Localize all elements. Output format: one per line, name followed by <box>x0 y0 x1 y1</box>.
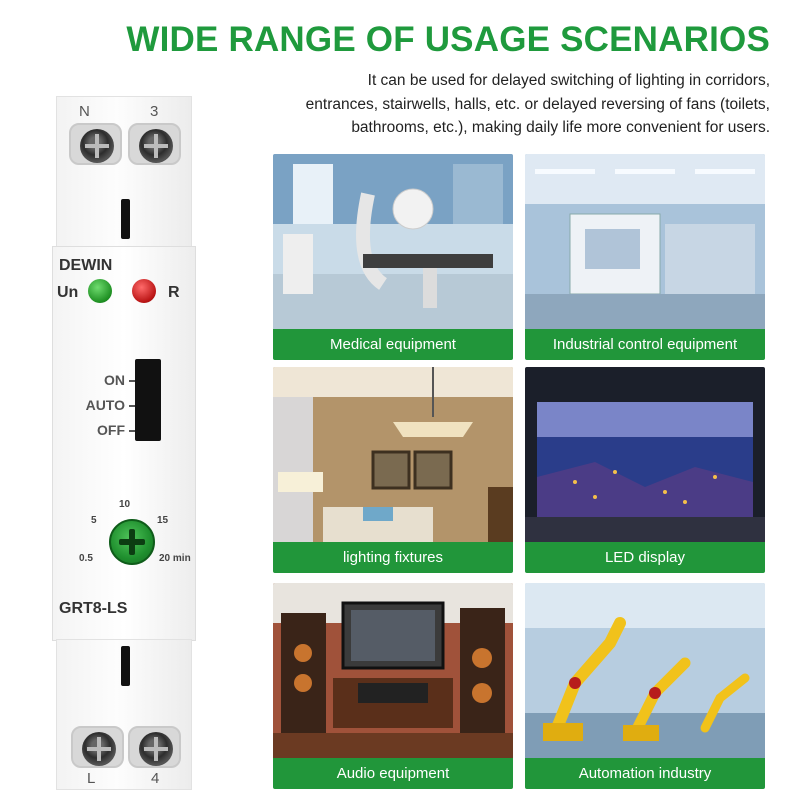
scenario-caption: Medical equipment <box>273 329 513 360</box>
switch-tick <box>129 430 137 432</box>
switch-tick <box>129 405 137 407</box>
dial-label-10: 10 <box>119 499 131 510</box>
terminal-label-3: 3 <box>150 103 159 120</box>
dial-label-0-5: 0.5 <box>79 553 93 564</box>
scenario-caption: lighting fixtures <box>273 542 513 573</box>
device-front-panel: DEWIN Un R ON AUTO OFF 10 5 15 0.5 20 mi… <box>52 246 196 641</box>
terminal-label-4: 4 <box>151 770 160 787</box>
scenario-caption: Automation industry <box>525 758 765 789</box>
description: It can be used for delayed switching of … <box>230 69 770 140</box>
mode-switch[interactable] <box>135 359 161 441</box>
device-bottom-block: L 4 <box>56 639 192 790</box>
led-label-un: Un <box>57 284 79 301</box>
switch-label-off: OFF <box>97 422 125 438</box>
time-dial[interactable] <box>109 519 155 565</box>
led-screen-image <box>525 367 765 542</box>
dial-cross-icon <box>129 529 135 555</box>
page-title: WIDE RANGE OF USAGE SCENARIOS <box>126 20 770 59</box>
terminal-screw-n <box>69 123 122 165</box>
home-theater-image <box>273 583 513 758</box>
description-line: entrances, stairwells, halls, etc. or de… <box>305 95 770 113</box>
relay-led-icon <box>132 279 156 303</box>
living-room-image <box>273 367 513 542</box>
scenario-tile-led-display: LED display <box>525 367 765 573</box>
dial-label-5: 5 <box>91 515 97 526</box>
din-slot <box>121 199 130 239</box>
medical-room-image <box>273 154 513 329</box>
terminal-screw-3 <box>128 123 181 165</box>
screw-icon <box>82 732 116 766</box>
dial-label-15: 15 <box>157 515 169 526</box>
switch-tick <box>129 380 137 382</box>
scenario-tile-medical: Medical equipment <box>273 154 513 360</box>
switch-label-auto: AUTO <box>85 397 125 413</box>
description-line: bathrooms, etc.), making daily life more… <box>351 119 770 136</box>
led-label-r: R <box>168 284 180 301</box>
robot-arms-image <box>525 583 765 758</box>
din-slot <box>121 646 130 686</box>
scenario-tile-automation: Automation industry <box>525 583 765 789</box>
model-label: GRT8-LS <box>59 600 128 617</box>
scenario-caption: Audio equipment <box>273 758 513 789</box>
dial-label-20-min: 20 min <box>159 553 191 564</box>
device-top-block: N 3 <box>56 96 192 248</box>
power-led-icon <box>88 279 112 303</box>
screw-icon <box>139 732 173 766</box>
scenario-tile-industrial: Industrial control equipment <box>525 154 765 360</box>
scenario-caption: LED display <box>525 542 765 573</box>
terminal-label-n: N <box>79 103 90 120</box>
description-line: It can be used for delayed switching of … <box>367 72 770 89</box>
factory-floor-image <box>525 154 765 329</box>
screw-icon <box>139 129 173 163</box>
terminal-screw-l <box>71 726 124 768</box>
terminal-label-l: L <box>87 770 96 787</box>
scenario-tile-lighting: lighting fixtures <box>273 367 513 573</box>
scenario-tile-audio: Audio equipment <box>273 583 513 789</box>
scenario-caption: Industrial control equipment <box>525 329 765 360</box>
brand-label: DEWIN <box>59 257 113 274</box>
screw-icon <box>80 129 114 163</box>
switch-label-on: ON <box>104 372 125 388</box>
terminal-screw-4 <box>128 726 181 768</box>
timer-relay-device: N 3 DEWIN Un R ON AUTO OFF 10 5 15 0.5 2… <box>52 96 196 790</box>
